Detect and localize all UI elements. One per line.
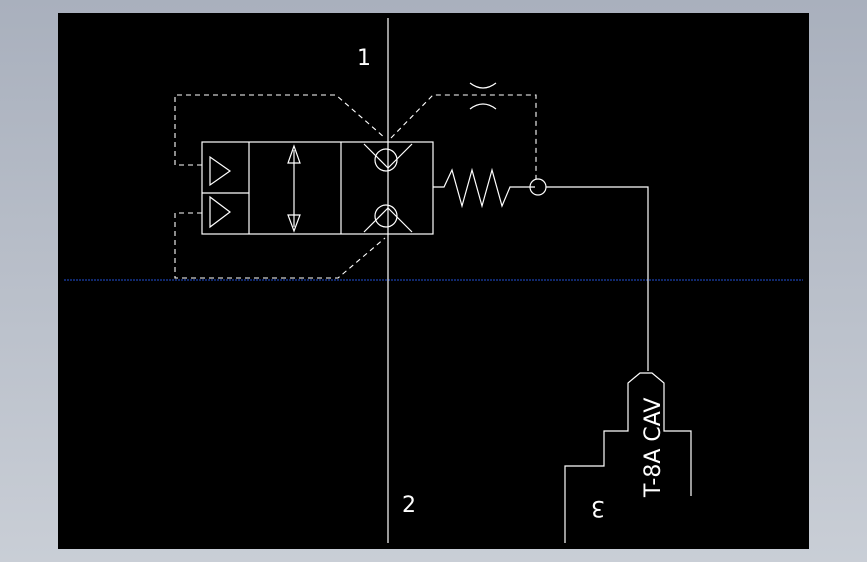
check-valve-icon (363, 143, 413, 233)
port-1-label: 1 (357, 46, 371, 71)
pilot-triangle-icon (209, 155, 232, 229)
drain-line (546, 186, 649, 371)
double-arrow-icon (287, 144, 301, 233)
cavity-outline (564, 372, 692, 543)
cad-viewport[interactable]: 1 2 3 T-8A CAV (58, 13, 809, 549)
pilot-lines (174, 94, 537, 279)
orifice-icon (469, 82, 497, 110)
spring-icon (433, 167, 535, 209)
cavity-label: T-8A CAV (641, 398, 666, 498)
hydraulic-schematic: 1 2 3 T-8A CAV (64, 18, 803, 543)
valve-body (201, 141, 434, 235)
port-2-label: 2 (402, 493, 416, 518)
port-3-label: 3 (591, 495, 605, 520)
